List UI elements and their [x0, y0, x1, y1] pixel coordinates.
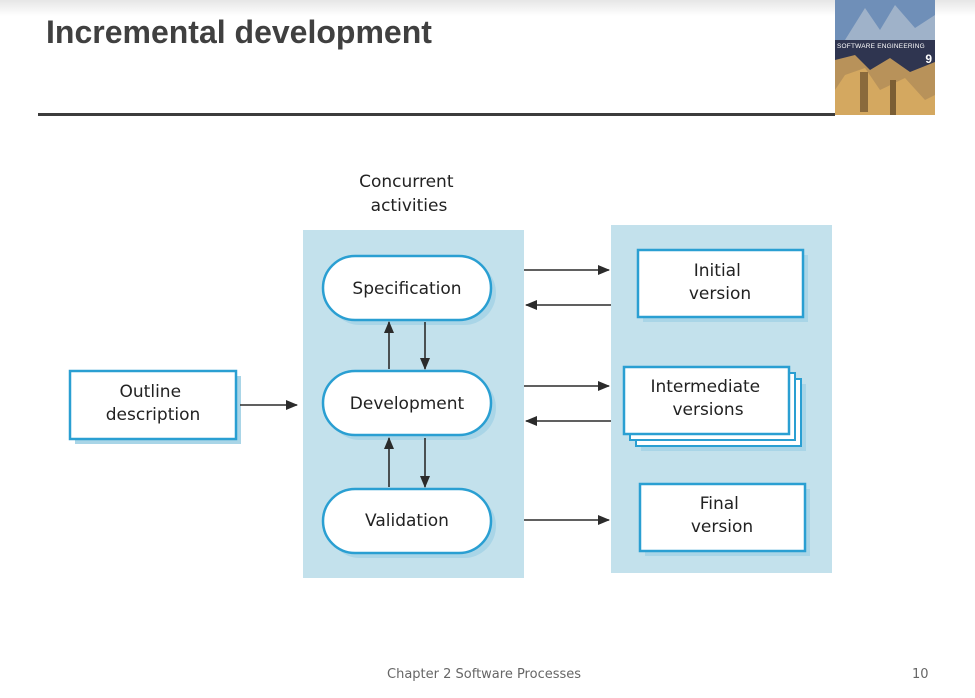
specification-activity: Specification	[321, 254, 496, 325]
validation-activity: Validation	[321, 487, 496, 558]
concurrent-heading-line-2: activities	[371, 196, 448, 216]
book-edition-number: 9	[925, 52, 932, 66]
initial-version-box: Initial version	[636, 248, 808, 322]
svg-text:Intermediate versions: Intermediate versions	[650, 377, 765, 420]
final-version-box: Final version	[638, 482, 810, 556]
final-version-line-1: Final	[700, 494, 739, 514]
specification-label: Specification	[352, 279, 461, 299]
svg-text:Outline description: Outline description	[106, 382, 201, 425]
book-cover-art	[835, 0, 935, 115]
intermediate-versions-line-1: Intermediate	[650, 377, 760, 397]
footer-chapter: Chapter 2 Software Processes	[387, 667, 582, 682]
svg-text:Final version: Final version	[691, 494, 753, 537]
initial-version-line-1: Initial	[694, 261, 741, 281]
initial-version-line-2: version	[689, 284, 751, 304]
book-caption: SOFTWARE ENGINEERING	[837, 43, 925, 50]
outline-line-1: Outline	[120, 382, 182, 402]
final-version-line-2: version	[691, 517, 753, 537]
svg-text:Initial version: Initial version	[689, 261, 751, 304]
page-number: 10	[912, 667, 929, 682]
outline-description-box: Outline description	[68, 369, 241, 444]
diagram-arrows	[240, 265, 611, 525]
title-rule	[38, 113, 835, 116]
concurrent-heading-line-1: Concurrent	[359, 172, 454, 192]
outline-line-2: description	[106, 405, 201, 425]
development-label: Development	[350, 394, 465, 414]
validation-label: Validation	[365, 511, 449, 531]
top-band	[0, 0, 975, 16]
book-cover-image: SOFTWARE ENGINEERING 9	[835, 0, 935, 115]
intermediate-versions-box: Intermediate versions	[622, 365, 806, 451]
intermediate-versions-line-2: versions	[672, 400, 743, 420]
development-activity: Development	[321, 369, 496, 440]
concurrent-heading: Concurrent activities	[359, 172, 459, 216]
slide-title: Incremental development	[46, 14, 432, 50]
